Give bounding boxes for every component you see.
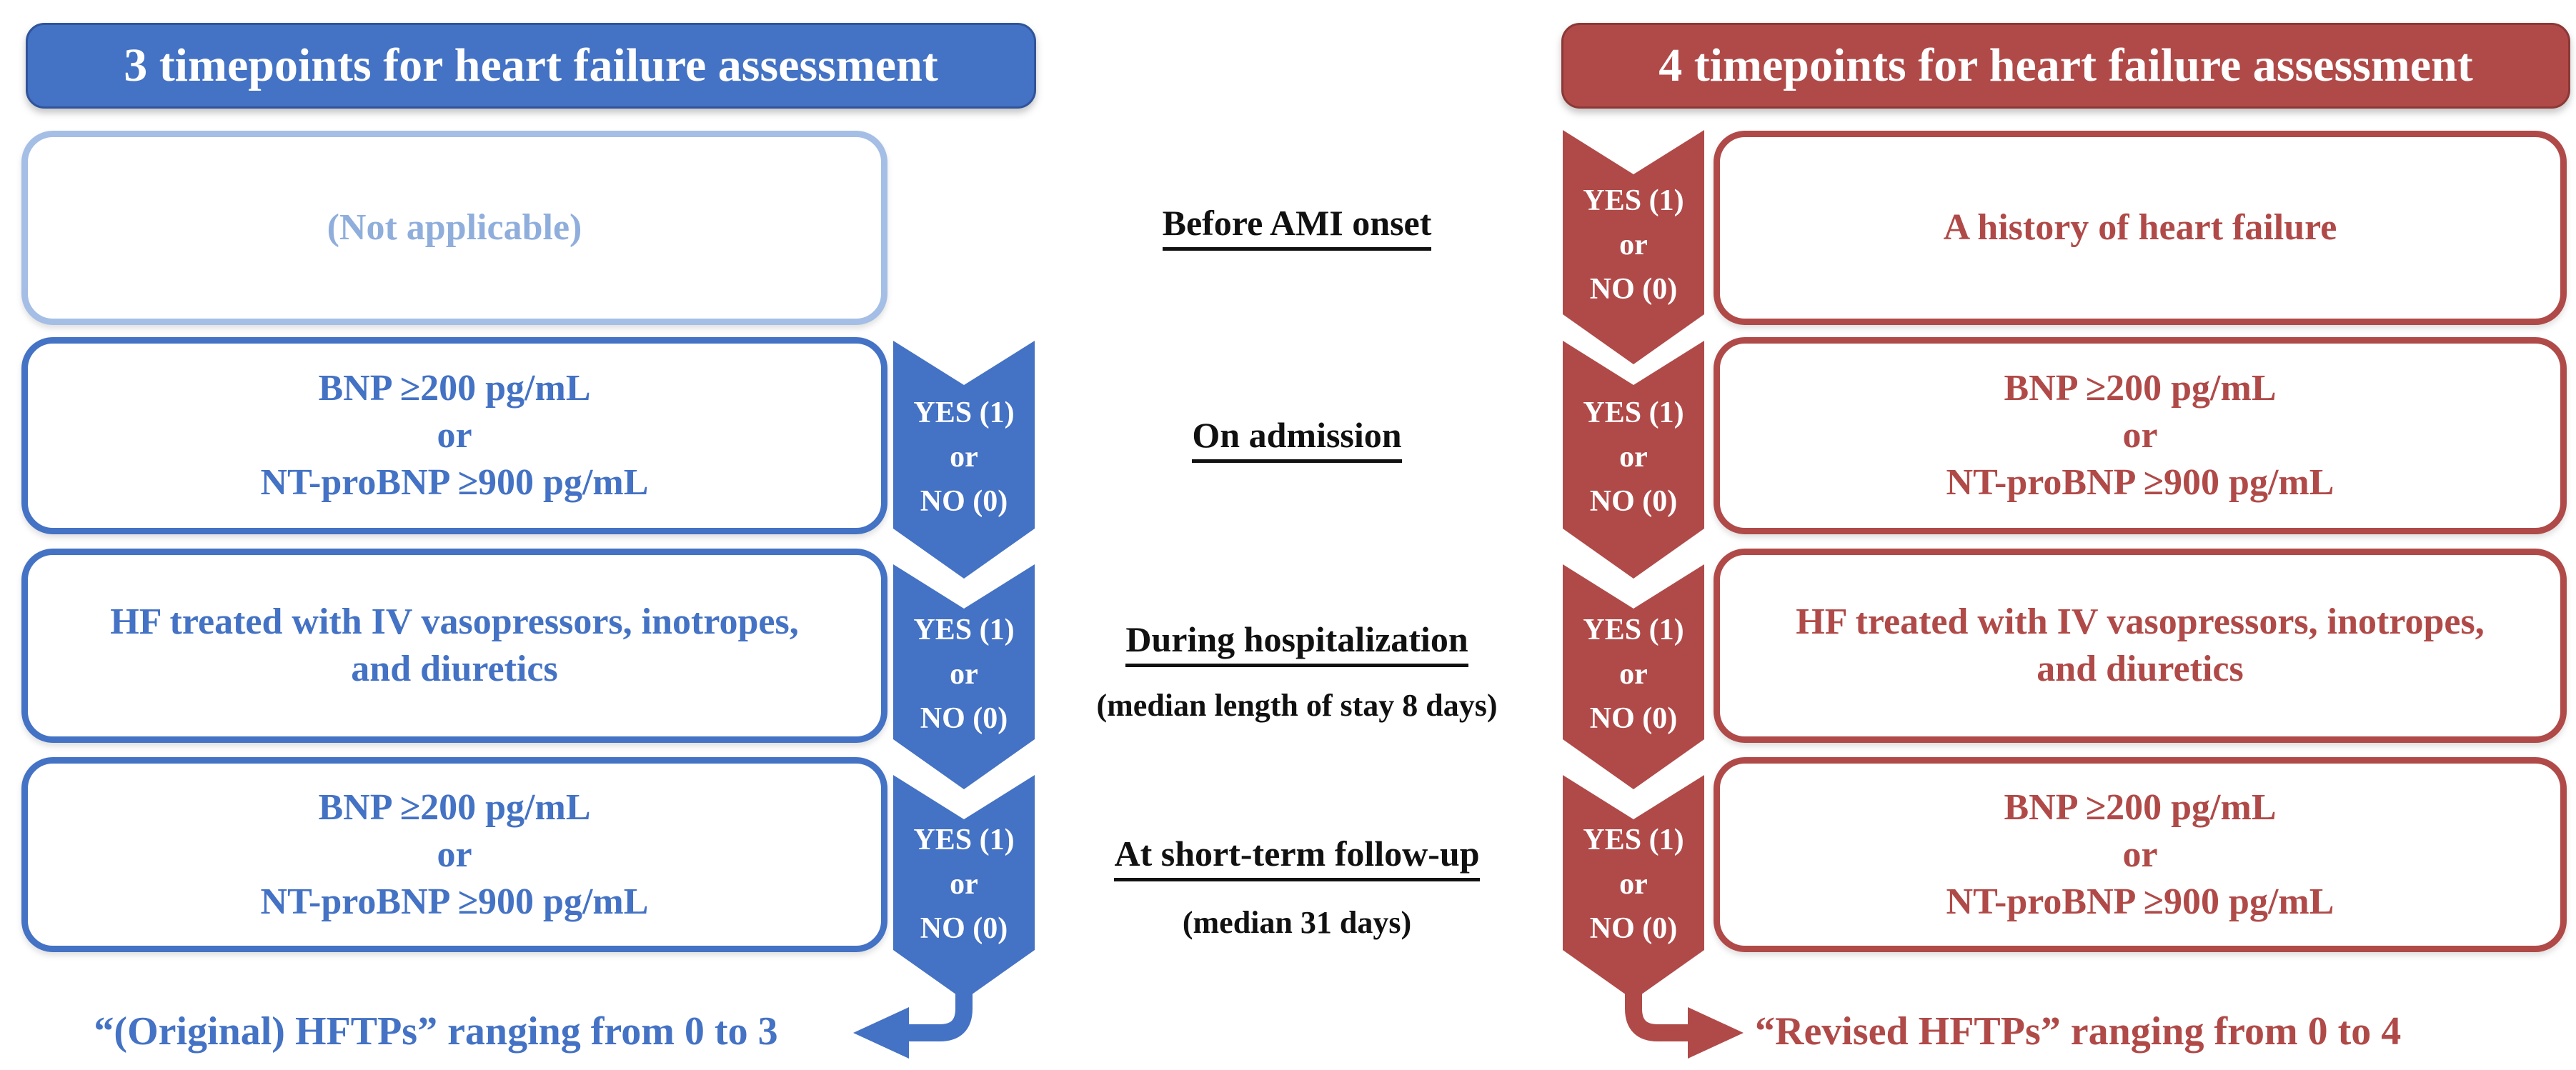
box-history-hf: A history of heart failure — [1714, 131, 2567, 325]
box-line: and diuretics — [351, 649, 558, 689]
chevron-no-label: NO (0) — [920, 912, 1008, 945]
yes-no-chevron: YES (1) or NO (0) — [893, 821, 1035, 947]
chevron-yes-label: YES (1) — [1583, 184, 1684, 217]
chevron-no-label: NO (0) — [1589, 273, 1678, 306]
box-line: BNP ≥200 pg/mL — [2004, 368, 2277, 409]
yes-no-chevron: YES (1) or NO (0) — [1563, 389, 1704, 525]
box-bnp-admission-right: BNP ≥200 pg/mL or NT-proBNP ≥900 pg/mL — [1714, 337, 2567, 534]
chevron-no-label: NO (0) — [920, 485, 1008, 518]
box-line: BNP ≥200 pg/mL — [2004, 786, 2277, 828]
box-line: NT-proBNP ≥900 pg/mL — [1946, 462, 2334, 503]
chevron-no-label: NO (0) — [1589, 912, 1678, 945]
box-not-applicable: (Not applicable) — [21, 131, 887, 325]
box-hf-treatment-right: HF treated with IV vasopressors, inotrop… — [1714, 549, 2567, 743]
yes-no-chevron: YES (1) or NO (0) — [893, 389, 1035, 525]
chevron-or-label: or — [1619, 441, 1648, 474]
chevron-yes-label: YES (1) — [1583, 824, 1684, 856]
box-line: or — [2122, 834, 2158, 875]
original-hftps-label: “(Original) HFTPs” ranging from 0 to 3 — [94, 1009, 778, 1054]
box-line: NT-proBNP ≥900 pg/mL — [260, 462, 649, 503]
chevron-no-label: NO (0) — [920, 702, 1008, 735]
box-line: or — [2122, 415, 2158, 456]
timeline-label-on-admission: On admission — [1040, 414, 1554, 463]
timeline-label-before-ami: Before AMI onset — [1040, 202, 1554, 251]
chevron-or-label: or — [1619, 229, 1648, 261]
yes-no-chevron: YES (1) or NO (0) — [1563, 179, 1704, 311]
left-header-label: 3 timepoints for heart failure assessmen… — [124, 39, 938, 91]
box-line: NT-proBNP ≥900 pg/mL — [1946, 881, 2334, 922]
chevron-or-label: or — [1619, 868, 1648, 901]
chevron-or-label: or — [1619, 658, 1648, 691]
elbow-arrow-right — [1625, 980, 1688, 1041]
chevron-yes-label: YES (1) — [1583, 614, 1684, 646]
arrowhead-left-icon — [853, 1007, 909, 1059]
timeline-label-text: During hospitalization — [1125, 619, 1468, 667]
box-bnp-admission-left: BNP ≥200 pg/mL or NT-proBNP ≥900 pg/mL — [21, 337, 887, 534]
yes-no-chevron: YES (1) or NO (0) — [1563, 821, 1704, 947]
timeline-sublabel-text: (median 31 days) — [1182, 905, 1412, 940]
chevron-no-label: NO (0) — [1589, 702, 1678, 735]
timeline-label-during-hospitalization: During hospitalization — [1040, 619, 1554, 667]
timeline-sublabel-text: (median length of stay 8 days) — [1096, 688, 1498, 723]
box-bnp-followup-left: BNP ≥200 pg/mL or NT-proBNP ≥900 pg/mL — [21, 757, 887, 952]
chevron-yes-label: YES (1) — [1583, 396, 1684, 429]
yes-no-chevron: YES (1) or NO (0) — [1563, 611, 1704, 737]
elbow-arrow-left — [909, 980, 973, 1041]
chevron-or-label: or — [950, 868, 978, 901]
box-line: or — [437, 834, 472, 875]
chevron-yes-label: YES (1) — [913, 824, 1015, 856]
box-line: HF treated with IV vasopressors, inotrop… — [1796, 601, 2485, 642]
timeline-label-text: On admission — [1192, 414, 1402, 463]
box-line: (Not applicable) — [327, 207, 582, 248]
chevron-yes-label: YES (1) — [913, 614, 1015, 646]
box-line: and diuretics — [2037, 649, 2244, 689]
arrowhead-right-icon — [1688, 1007, 1744, 1059]
box-line: HF treated with IV vasopressors, inotrop… — [110, 601, 799, 642]
box-line: or — [437, 415, 472, 456]
chevron-or-label: or — [950, 441, 978, 474]
timeline-label-short-term-followup: At short-term follow-up — [1040, 833, 1554, 881]
timeline-sublabel-length-of-stay: (median length of stay 8 days) — [1040, 687, 1554, 724]
box-line: BNP ≥200 pg/mL — [318, 368, 591, 409]
box-line: NT-proBNP ≥900 pg/mL — [260, 881, 649, 922]
box-line: BNP ≥200 pg/mL — [318, 786, 591, 828]
box-hf-treatment-left: HF treated with IV vasopressors, inotrop… — [21, 549, 887, 743]
timeline-label-text: Before AMI onset — [1162, 202, 1432, 251]
box-bnp-followup-right: BNP ≥200 pg/mL or NT-proBNP ≥900 pg/mL — [1714, 757, 2567, 952]
yes-no-chevron: YES (1) or NO (0) — [893, 611, 1035, 737]
box-line: A history of heart failure — [1943, 207, 2337, 248]
right-header-label: 4 timepoints for heart failure assessmen… — [1659, 39, 2473, 91]
timeline-sublabel-median-31-days: (median 31 days) — [1040, 904, 1554, 941]
timeline-label-text: At short-term follow-up — [1114, 833, 1480, 881]
chevron-or-label: or — [950, 658, 978, 691]
left-header-banner: 3 timepoints for heart failure assessmen… — [26, 23, 1036, 109]
right-header-banner: 4 timepoints for heart failure assessmen… — [1561, 23, 2570, 109]
chevron-no-label: NO (0) — [1589, 485, 1678, 518]
revised-hftps-label: “Revised HFTPs” ranging from 0 to 4 — [1755, 1009, 2402, 1054]
chevron-yes-label: YES (1) — [913, 396, 1015, 429]
